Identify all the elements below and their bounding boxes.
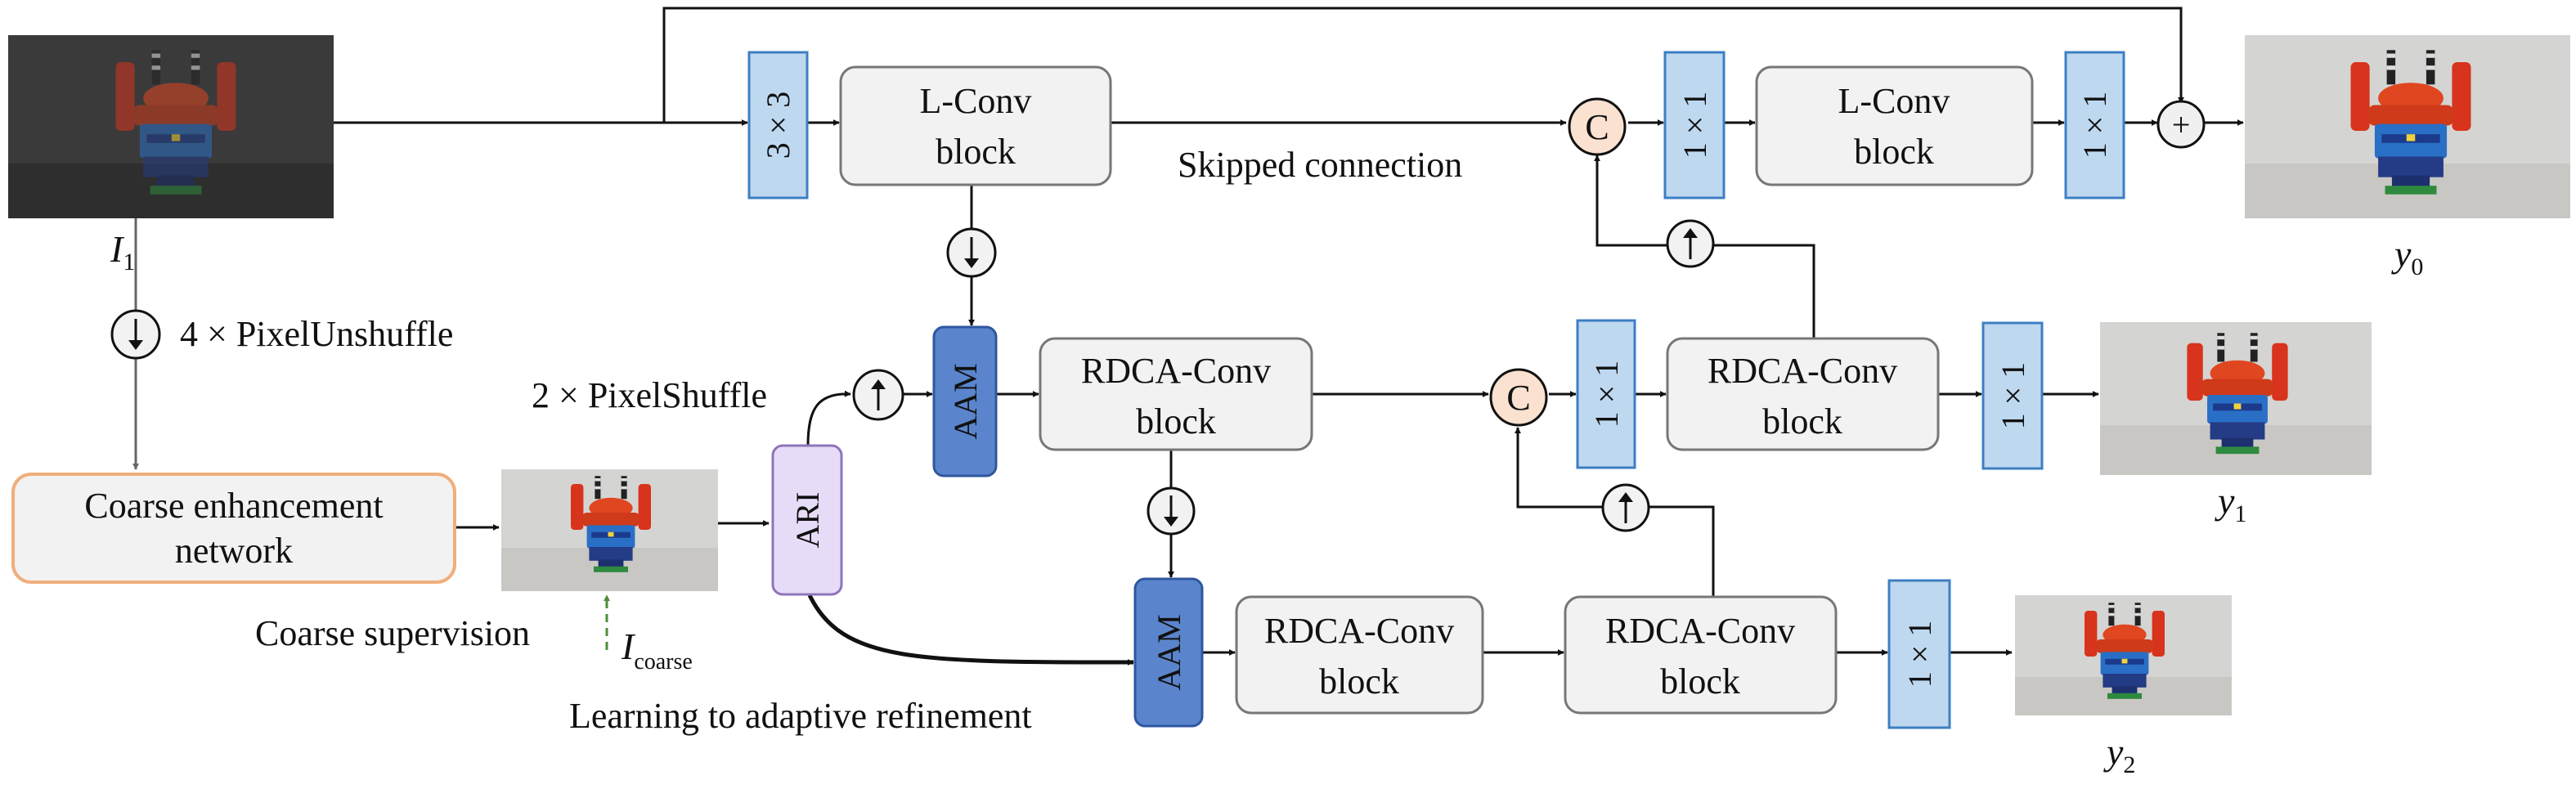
conv3x3-block: 3 × 3 xyxy=(747,51,809,199)
downsample-circle-rdca xyxy=(1147,486,1196,536)
block-title: RDCA-Conv xyxy=(1708,351,1897,391)
conv1x1-block-bottom: 1 × 1 xyxy=(1887,579,1951,729)
rdca-block-4: RDCA-Conv block xyxy=(1564,595,1838,715)
aam-label: AAM xyxy=(947,363,984,439)
connections xyxy=(334,7,2244,666)
rdca-block-2: RDCA-Conv block xyxy=(1666,337,1940,451)
conv1x1-block-top-b: 1 × 1 xyxy=(2064,51,2125,199)
upsample-circle-shuffle xyxy=(852,369,904,421)
coarse-enhancement-network: Coarse enhancement network xyxy=(11,473,456,584)
block-title: RDCA-Conv xyxy=(1264,611,1454,651)
skipped-connection-label: Skipped connection xyxy=(1178,145,1462,185)
conv1x1-label: 1 × 1 xyxy=(2076,92,2113,159)
upsample-circle-top xyxy=(1666,219,1715,268)
concat-label: C xyxy=(1585,107,1609,147)
output-image-y1 xyxy=(2100,322,2372,475)
coarse-output-image xyxy=(501,469,718,591)
rdca-block-1: RDCA-Conv block xyxy=(1039,337,1313,451)
lconv-block-2: L-Conv block xyxy=(1755,65,2034,186)
block-title: L-Conv xyxy=(1838,81,1950,121)
coarse-gt-label: Icoarse xyxy=(621,625,693,675)
block-subtitle: network xyxy=(175,531,293,571)
conv1x1-label: 1 × 1 xyxy=(1995,362,2031,430)
conv3x3-label: 3 × 3 xyxy=(760,92,797,159)
block-subtitle: block xyxy=(936,132,1016,172)
block-subtitle: block xyxy=(1136,401,1216,442)
aam-label: AAM xyxy=(1151,614,1187,690)
output-image-y0 xyxy=(2245,35,2570,218)
aam-block-2: AAM xyxy=(1133,577,1204,728)
input-label: I1 xyxy=(110,228,135,276)
block-title: Coarse enhancement xyxy=(84,486,383,526)
block-title: RDCA-Conv xyxy=(1605,611,1795,651)
conv1x1-label: 1 × 1 xyxy=(1588,361,1625,428)
pixel-unshuffle-label: 4 × PixelUnshuffle xyxy=(180,314,453,354)
conv1x1-block-top-a: 1 × 1 xyxy=(1663,51,1726,199)
lconv-block-1: L-Conv block xyxy=(839,65,1112,186)
input-image xyxy=(8,35,334,218)
downsample-circle-unshuffle xyxy=(110,309,161,360)
pixel-shuffle-label: 2 × PixelShuffle xyxy=(532,375,767,415)
y2-label: y2 xyxy=(2103,731,2135,778)
aam-block-1: AAM xyxy=(932,325,998,477)
conv1x1-block-mid-b: 1 × 1 xyxy=(1981,321,2044,470)
ari-block: ARI xyxy=(771,444,843,596)
rdca-block-3: RDCA-Conv block xyxy=(1235,595,1484,715)
block-subtitle: block xyxy=(1660,661,1740,702)
conv1x1-label: 1 × 1 xyxy=(1901,621,1938,688)
block-subtitle: block xyxy=(1854,132,1934,172)
block-subtitle: block xyxy=(1319,661,1399,702)
block-subtitle: block xyxy=(1762,401,1842,442)
concat-node-mid: C xyxy=(1489,368,1548,427)
concat-node-top: C xyxy=(1568,97,1627,156)
downsample-circle-lconv xyxy=(946,227,997,278)
concat-label: C xyxy=(1506,378,1530,418)
add-label: + xyxy=(2172,106,2191,143)
block-title: RDCA-Conv xyxy=(1081,351,1271,391)
add-node: + xyxy=(2156,100,2206,149)
output-image-y2 xyxy=(2015,595,2232,715)
learning-refinement-label: Learning to adaptive refinement xyxy=(569,696,1032,736)
y0-label: y0 xyxy=(2391,233,2423,280)
ari-label: ARI xyxy=(789,492,826,549)
upsample-circle-mid xyxy=(1601,483,1650,532)
block-title: L-Conv xyxy=(920,81,1032,121)
conv1x1-block-mid-a: 1 × 1 xyxy=(1576,319,1636,469)
y1-label: y1 xyxy=(2215,480,2246,527)
conv1x1-label: 1 × 1 xyxy=(1676,92,1713,159)
coarse-supervision-label: Coarse supervision xyxy=(255,613,530,653)
